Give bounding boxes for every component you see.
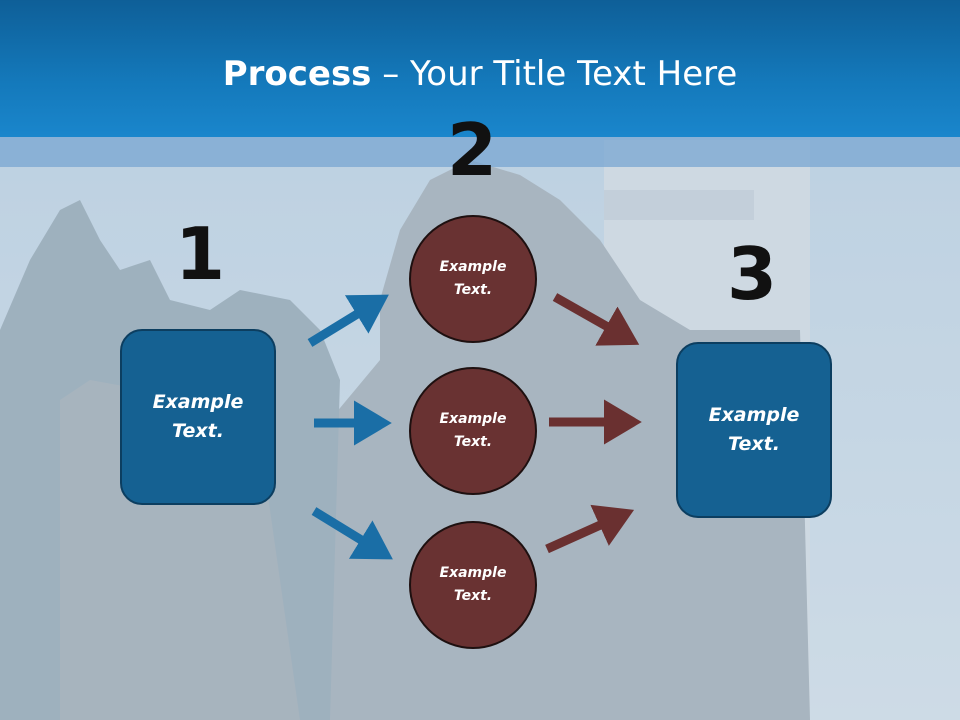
- arrow-1-to-top: [307, 294, 389, 347]
- step-2-circle-middle-text: Example Text.: [439, 411, 507, 450]
- step-number-2: 2: [446, 108, 498, 192]
- step-number-3: 3: [726, 232, 778, 316]
- step-3-box-text: Example Text.: [708, 404, 800, 455]
- step-2-circle-top: Example Text.: [409, 215, 537, 343]
- step-2-circle-middle: Example Text.: [409, 367, 537, 495]
- title-bold: Process: [222, 54, 372, 94]
- step-2-circle-bottom: Example Text.: [409, 521, 537, 649]
- title-rest: – Your Title Text Here: [371, 54, 738, 94]
- arrow-bottom-to-3: [545, 504, 635, 554]
- arrow-1-to-bottom: [311, 507, 393, 560]
- slide-title: Process – Your Title Text Here: [0, 52, 960, 96]
- arrow-top-to-3: [552, 293, 640, 346]
- step-number-1: 1: [174, 212, 226, 296]
- step-2-circle-bottom-text: Example Text.: [439, 565, 507, 604]
- title-bar: [0, 0, 960, 137]
- step-2-circle-top-text: Example Text.: [439, 259, 507, 298]
- step-1-box-text: Example Text.: [152, 391, 244, 442]
- step-1-box: Example Text.: [120, 329, 276, 505]
- step-3-box: Example Text.: [676, 342, 832, 518]
- title-bar-strip: [0, 137, 960, 167]
